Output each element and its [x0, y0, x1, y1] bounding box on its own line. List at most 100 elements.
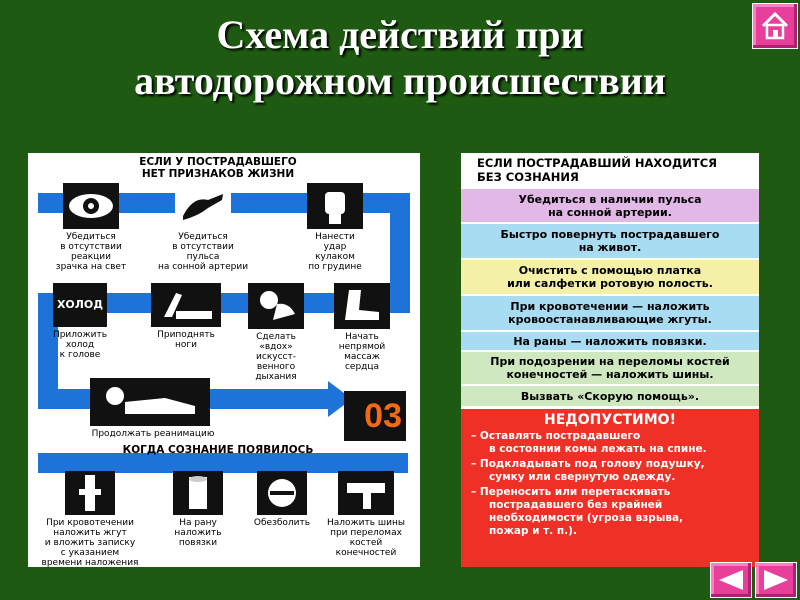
- step-text: по грудине: [308, 262, 362, 272]
- step-text: кулаком: [315, 252, 355, 262]
- heading-line: ЕСЛИ ПОСТРАДАВШИЙ НАХОДИТСЯ: [477, 156, 718, 170]
- heading-line: НЕТ ПРИЗНАКОВ ЖИЗНИ: [141, 168, 295, 180]
- breath-icon: [248, 283, 304, 329]
- home-button[interactable]: [752, 3, 798, 49]
- instruction-band: Вызвать «Скорую помощь».: [461, 386, 759, 406]
- step-text: конечностей: [335, 548, 397, 558]
- step-text: Убедиться: [178, 232, 228, 242]
- step-bandage: На рану наложить повязки: [158, 471, 238, 548]
- step-text: Убедиться: [66, 232, 116, 242]
- step-text: удар: [323, 242, 347, 252]
- step-cold: ХОЛОД Приложить холод к голове: [40, 283, 120, 360]
- step-text: венного: [256, 362, 296, 372]
- step-text: ноги: [175, 340, 197, 350]
- step-chest-punch: Нанести удар кулаком по грудине: [290, 183, 380, 272]
- step-text: Сделать: [256, 332, 296, 342]
- tourniquet-icon: [65, 471, 115, 515]
- flow-arrow-right: [390, 193, 410, 313]
- bandage-roll-icon: [173, 471, 223, 515]
- instruction-band: На раны — наложить повязки.: [461, 332, 759, 350]
- step-text: повязки: [178, 538, 218, 548]
- step-text: наложить жгут: [53, 528, 127, 538]
- step-text: реакции: [70, 252, 112, 262]
- step-text: зрачка на свет: [55, 262, 127, 272]
- step-text: костей: [349, 538, 383, 548]
- chest-compression-icon: [334, 283, 390, 329]
- step-text: сердца: [344, 362, 380, 372]
- splint-icon: [338, 471, 394, 515]
- step-text: холод: [65, 340, 95, 350]
- heading-no-life: ЕСЛИ У ПОСТРАДАВШЕГО НЕТ ПРИЗНАКОВ ЖИЗНИ: [118, 156, 318, 180]
- step-text: с указанием: [60, 548, 120, 558]
- step-text: Приложить: [52, 330, 108, 340]
- eye-icon: [63, 183, 119, 229]
- left-scheme-panel: ЕСЛИ У ПОСТРАДАВШЕГО НЕТ ПРИЗНАКОВ ЖИЗНИ…: [28, 153, 420, 568]
- step-text: времени наложения: [41, 558, 139, 568]
- cold-label: ХОЛОД: [56, 298, 104, 311]
- heading-line: БЕЗ СОЗНАНИЯ: [477, 170, 579, 184]
- emergency-number: 03: [364, 396, 402, 435]
- arrow-left-icon: [719, 570, 743, 590]
- right-instructions-panel: ЕСЛИ ПОСТРАДАВШИЙ НАХОДИТСЯ БЕЗ СОЗНАНИЯ…: [461, 153, 759, 567]
- step-pulse-check: Убедиться в отсутствии пульса на сонной …: [148, 183, 258, 272]
- step-pupil-check: Убедиться в отсутствии реакции зрачка на…: [46, 183, 136, 272]
- next-slide-button[interactable]: [755, 562, 797, 598]
- step-splint: Наложить шины при переломах костей конеч…: [318, 471, 414, 558]
- step-text: Начать: [345, 332, 379, 342]
- step-text: Приподнять: [157, 330, 215, 340]
- heading-line: ЕСЛИ У ПОСТРАДАВШЕГО: [139, 156, 297, 168]
- step-text: дыхания: [255, 372, 297, 382]
- heading-unconscious: ЕСЛИ ПОСТРАДАВШИЙ НАХОДИТСЯ БЕЗ СОЗНАНИЯ: [461, 153, 759, 187]
- heading-conscious: КОГДА СОЗНАНИЕ ПОЯВИЛОСЬ: [122, 444, 314, 456]
- banned-item: – Подкладывать под голову подушку,сумку …: [471, 458, 705, 483]
- step-painkiller: Обезболить: [242, 471, 322, 528]
- page-title: Схема действий при автодорожном происшес…: [0, 12, 800, 104]
- step-text: к голове: [59, 350, 101, 360]
- legs-raised-icon: [151, 283, 221, 327]
- home-icon: [761, 11, 789, 40]
- step-text: «вдох»: [259, 342, 293, 352]
- flow-arrow-middle: [38, 293, 408, 313]
- hand-neck-icon: [175, 183, 231, 229]
- arrow-head-icon: [328, 381, 352, 417]
- step-text: пульса: [186, 252, 220, 262]
- phone-emergency-icon: 03: [344, 391, 406, 441]
- step-cpr: Начать непрямой массаж сердца: [322, 283, 402, 372]
- fist-icon: [307, 183, 363, 229]
- step-text: Наложить шины: [327, 518, 405, 528]
- arrow-right-icon: [764, 570, 788, 590]
- step-text: и вложить записку: [44, 538, 136, 548]
- step-text: На рану: [179, 518, 217, 528]
- title-line-1: Схема действий при: [216, 12, 584, 57]
- step-tourniquet: При кровотечении наложить жгут и вложить…: [40, 471, 140, 568]
- step-text: Обезболить: [253, 518, 311, 528]
- step-text: непрямой: [338, 342, 386, 352]
- pill-icon: [257, 471, 307, 515]
- cold-compress-icon: ХОЛОД: [53, 283, 107, 327]
- resuscitation-icon: [90, 378, 210, 426]
- flow-arrow-lower: [38, 453, 408, 473]
- title-line-2: автодорожном происшествии: [134, 58, 666, 103]
- step-text: при переломах: [330, 528, 402, 538]
- step-text: на сонной артерии: [157, 262, 249, 272]
- step-rescue-breath: Сделать «вдох» искусст- венного дыхания: [236, 283, 316, 382]
- step-text: в отсутствии: [172, 242, 234, 252]
- step-text: в отсутствии: [60, 242, 122, 252]
- step-text: искусст-: [256, 352, 296, 362]
- step-text: наложить: [174, 528, 222, 538]
- step-text: массаж: [344, 352, 380, 362]
- banned-title: НЕДОПУСТИМО!: [544, 412, 676, 428]
- step-raise-legs: Приподнять ноги: [146, 283, 226, 350]
- step-text: При кровотечении: [46, 518, 134, 528]
- prev-slide-button[interactable]: [710, 562, 752, 598]
- step-text: Нанести: [315, 232, 355, 242]
- continue-resuscitation: Продолжать реанимацию: [91, 429, 215, 439]
